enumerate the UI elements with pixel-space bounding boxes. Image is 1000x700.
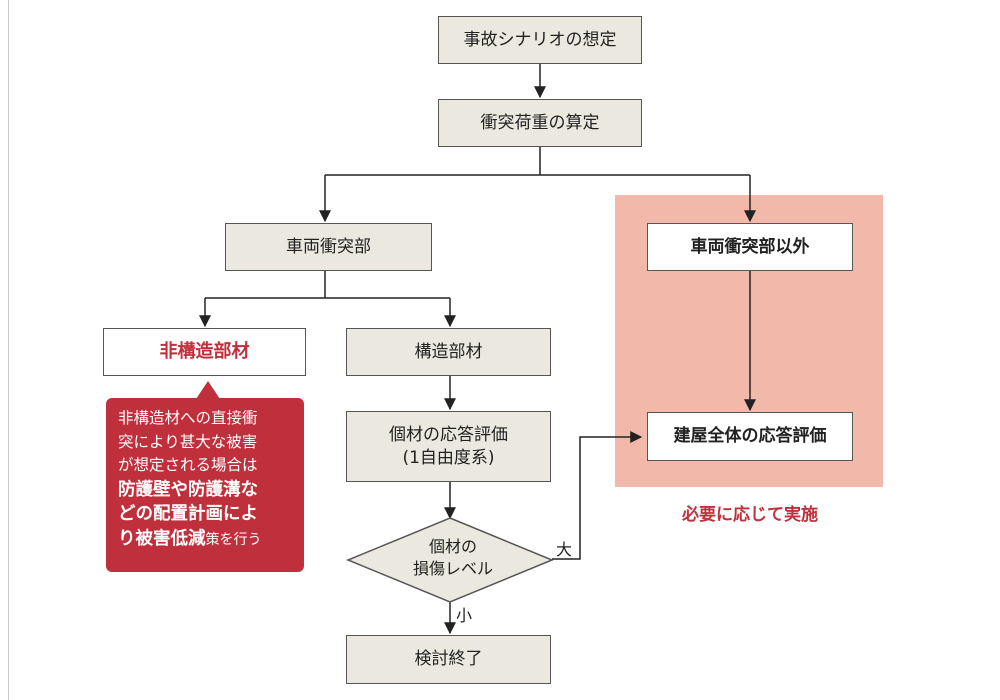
node-structural: 構造部材 <box>346 328 551 376</box>
callout-pointer <box>196 381 220 399</box>
damage-level-diamond <box>346 517 554 603</box>
callout-line-2: 突により甚大な被害 <box>118 432 258 451</box>
damage-label-line1: 個材の <box>428 537 477 556</box>
callout-line-6-small: 策を行う <box>205 532 262 549</box>
connector-load-branch <box>325 147 750 176</box>
edge-label-small: 小 <box>456 606 473 625</box>
node-member-response: 個材の応答評価 (1自由度系) <box>346 411 551 482</box>
optional-note: 必要に応じて実施 <box>682 505 818 525</box>
node-nonstructural: 非構造部材 <box>103 328 306 376</box>
node-other-part: 車両衝突部以外 <box>647 223 853 271</box>
callout-line-4: 防護壁や防護溝な <box>118 479 258 500</box>
callout-line-1: 非構造材への直接衝 <box>118 409 258 427</box>
arrow-damage-large-to-building <box>552 431 643 560</box>
page-margin-rule <box>8 0 9 700</box>
connector-impact-branch <box>205 271 450 299</box>
damage-level-label: 個材の 損傷レベル <box>388 536 518 580</box>
member-response-line2: (1自由度系) <box>402 447 495 468</box>
node-end: 検討終了 <box>346 635 551 684</box>
edge-label-large: 大 <box>556 540 573 559</box>
callout-line-6-bold: り被害低減 <box>118 529 206 550</box>
callout-line-3: が想定される場合は <box>118 456 258 475</box>
member-response-line1: 個材の応答評価 <box>389 425 508 446</box>
callout-line-6: り被害低減策を行う <box>118 527 296 552</box>
node-building-response: 建屋全体の応答評価 <box>647 412 853 461</box>
node-impact-part: 車両衝突部 <box>225 223 432 271</box>
damage-label-line2: 損傷レベル <box>412 559 493 579</box>
node-load: 衝突荷重の算定 <box>438 99 642 147</box>
nonstructural-callout: 非構造材への直接衝 突により甚大な被害 が想定される場合は 防護壁や防護溝な ど… <box>106 398 304 572</box>
callout-line-5: どの配置計画によ <box>118 504 258 525</box>
node-scenario: 事故シナリオの想定 <box>438 16 642 64</box>
